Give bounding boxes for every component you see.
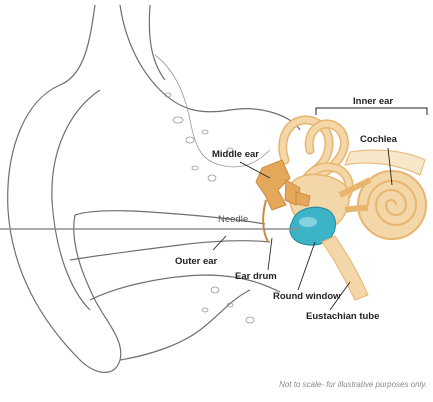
middle-ear-label: Middle ear (212, 150, 259, 160)
cochlea-label: Cochlea (360, 135, 397, 145)
bone-texture (155, 55, 270, 323)
ear-drum-label: Ear drum (235, 272, 277, 282)
outer-ear-outline (8, 5, 300, 372)
inner-ear-bracket (316, 108, 427, 115)
eustachian-tube-label: Eustachian tube (306, 312, 379, 322)
scale-disclaimer: Not to scale- for illustrative purposes … (279, 380, 427, 389)
eardrum (263, 200, 268, 242)
cochlea (340, 150, 426, 239)
inner-ear-label: Inner ear (353, 97, 393, 107)
outer-ear-label: Outer ear (175, 257, 217, 267)
needle-label: Needle (218, 215, 248, 225)
round-window-label: Round window (273, 292, 341, 302)
round-window-highlight (299, 217, 317, 227)
